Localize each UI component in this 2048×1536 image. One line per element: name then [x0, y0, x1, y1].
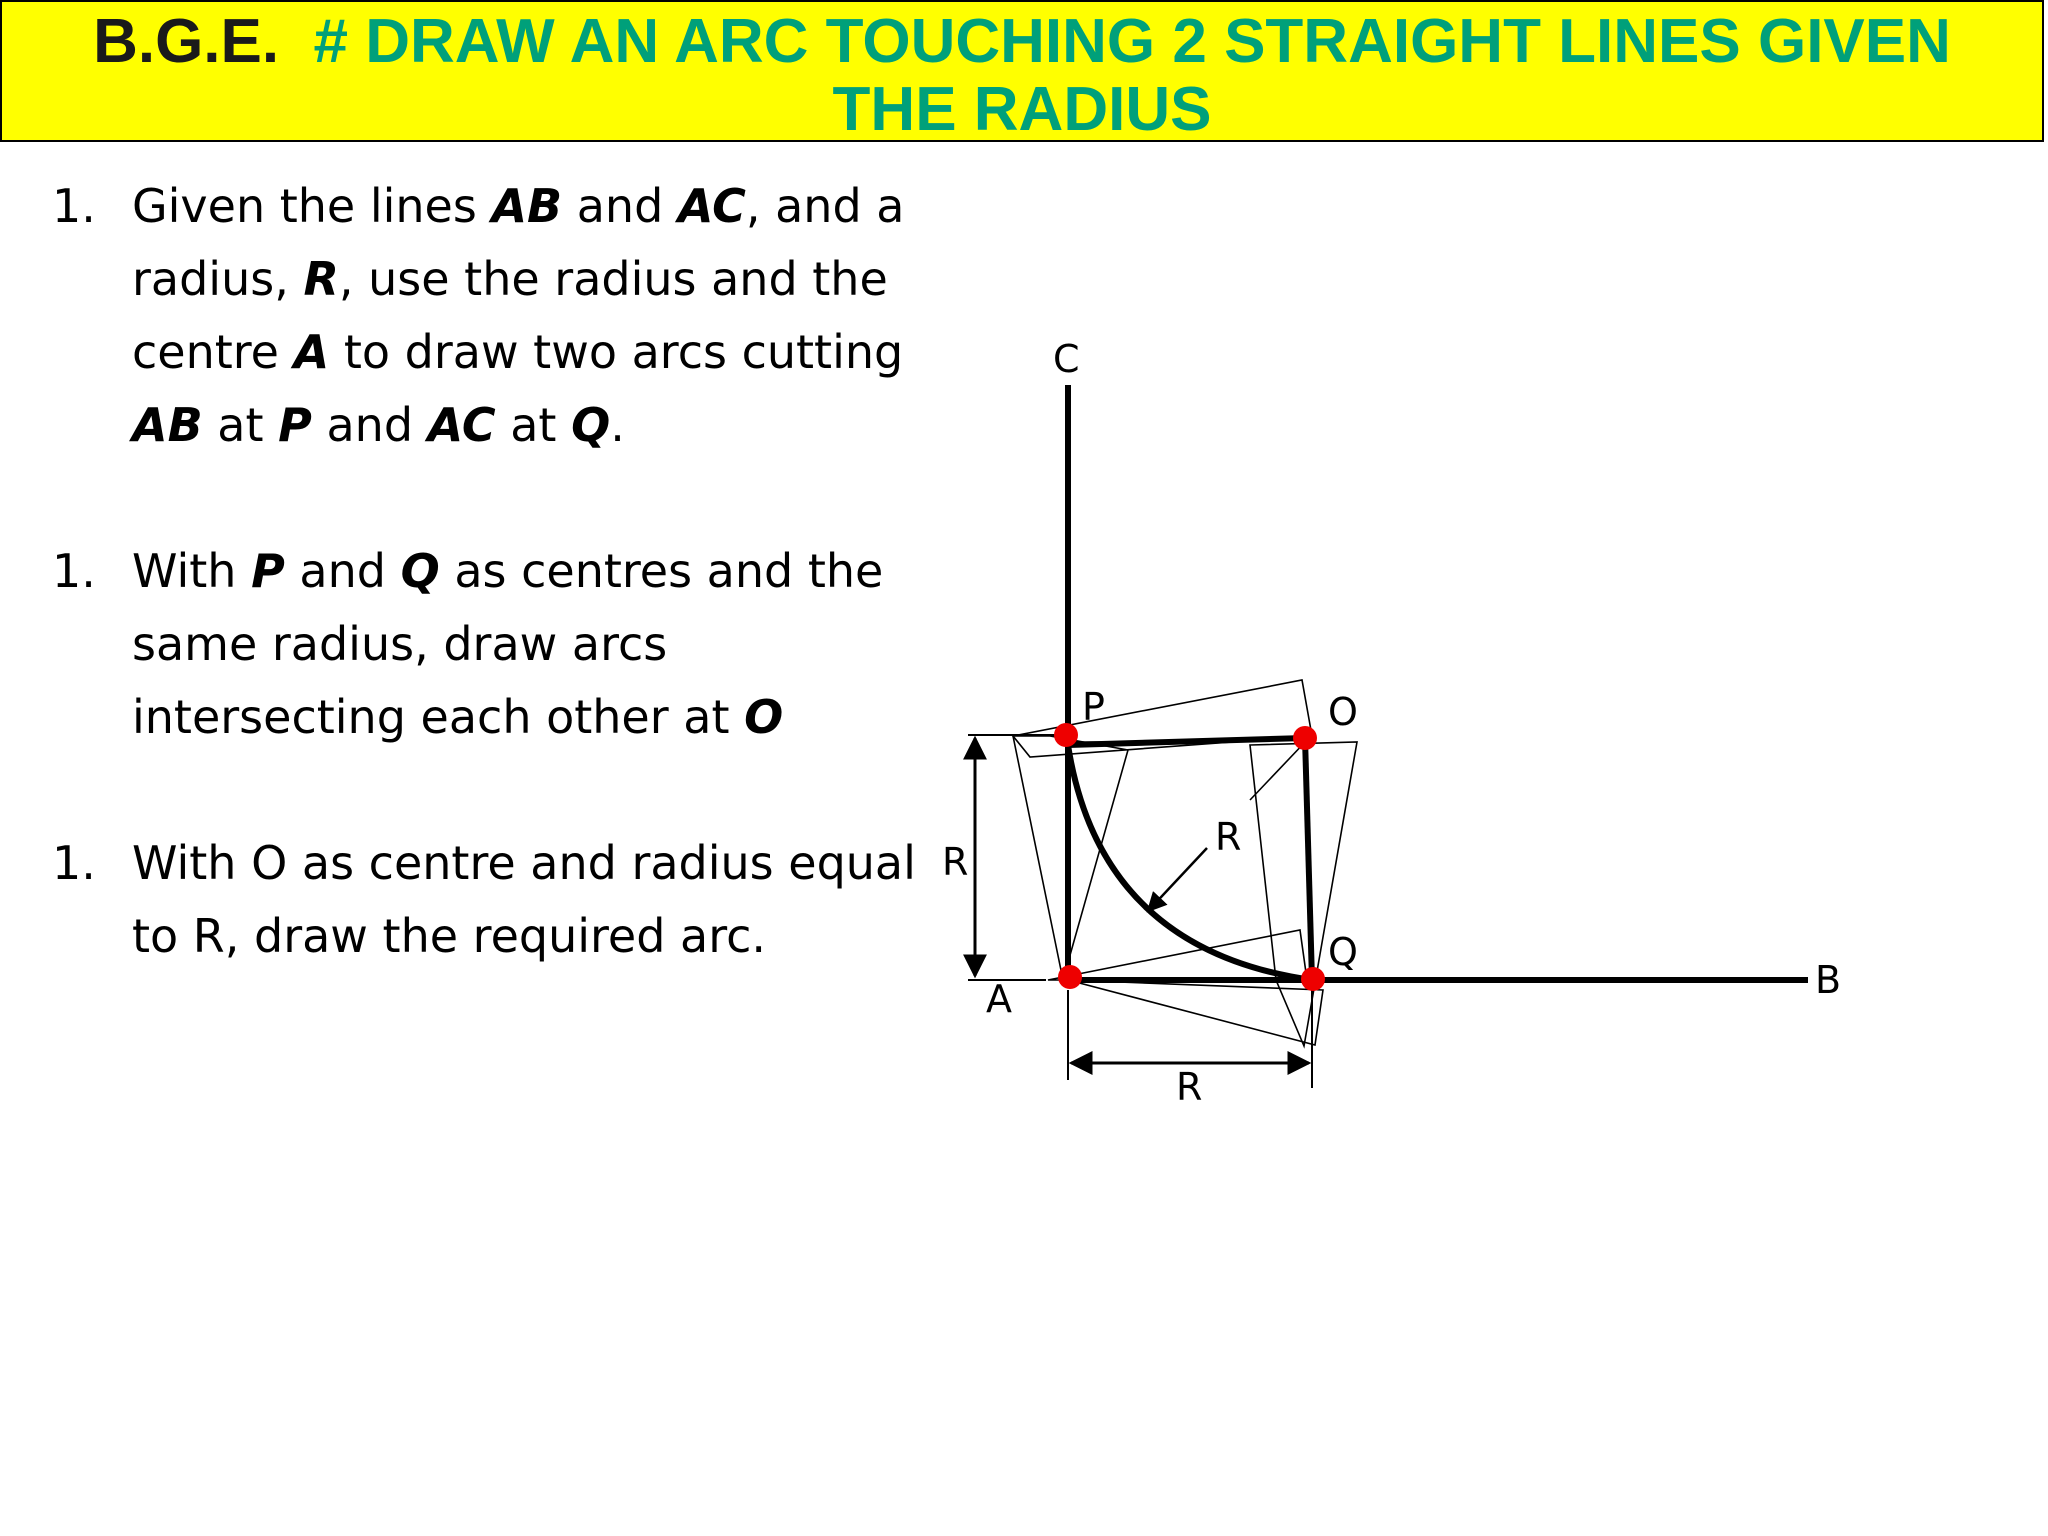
- point-a-marker: [1058, 965, 1082, 989]
- title-main: # DRAW AN ARC TOUCHING 2 STRAIGHT LINES …: [313, 7, 1951, 76]
- tangent-arc: [1065, 744, 1313, 983]
- construction-rectangle: [1011, 679, 1313, 758]
- label-c: C: [1053, 337, 1080, 381]
- construction-rectangle: [1067, 979, 1324, 1047]
- label-b: B: [1815, 958, 1841, 1002]
- radius-arrow: [1146, 847, 1208, 913]
- construction-line: [1249, 739, 1308, 801]
- dimension-left: [963, 734, 1060, 981]
- step-number: 1.: [52, 179, 96, 233]
- segment-po: [1067, 735, 1306, 748]
- step-number: 1.: [52, 544, 96, 598]
- label-p: P: [1082, 685, 1105, 729]
- dimension-bottom: [1067, 990, 1313, 1088]
- label-r-left: R: [942, 840, 968, 884]
- label-a: A: [986, 977, 1012, 1021]
- steps-list: 1. Given the lines AB and AC, and a radi…: [52, 170, 942, 973]
- segment-oq: [1302, 737, 1315, 981]
- label-q: Q: [1328, 930, 1358, 974]
- step-text: Given the lines AB and AC, and a radius,…: [132, 179, 905, 452]
- title-prefix: B.G.E.: [93, 7, 280, 76]
- title-line-1: B.G.E. # DRAW AN ARC TOUCHING 2 STRAIGHT…: [2, 8, 2042, 76]
- label-r-bottom: R: [1176, 1065, 1202, 1109]
- step-item: 1. With O as centre and radius equal to …: [52, 827, 942, 973]
- point-p-marker: [1054, 723, 1078, 747]
- step-item: 1. With P and Q as centres and the same …: [52, 535, 942, 754]
- label-o: O: [1328, 690, 1358, 734]
- step-text: With P and Q as centres and the same rad…: [132, 544, 884, 744]
- step-text: With O as centre and radius equal to R, …: [132, 836, 916, 963]
- construction-rectangle: [1249, 741, 1358, 1049]
- step-number: 1.: [52, 836, 96, 890]
- title-line-2: THE RADIUS: [832, 75, 1212, 144]
- step-item: 1. Given the lines AB and AC, and a radi…: [52, 170, 942, 462]
- point-q-marker: [1301, 967, 1325, 991]
- title-bar: B.G.E. # DRAW AN ARC TOUCHING 2 STRAIGHT…: [0, 0, 2044, 144]
- point-o-marker: [1293, 726, 1317, 750]
- label-r-inner: R: [1215, 815, 1241, 859]
